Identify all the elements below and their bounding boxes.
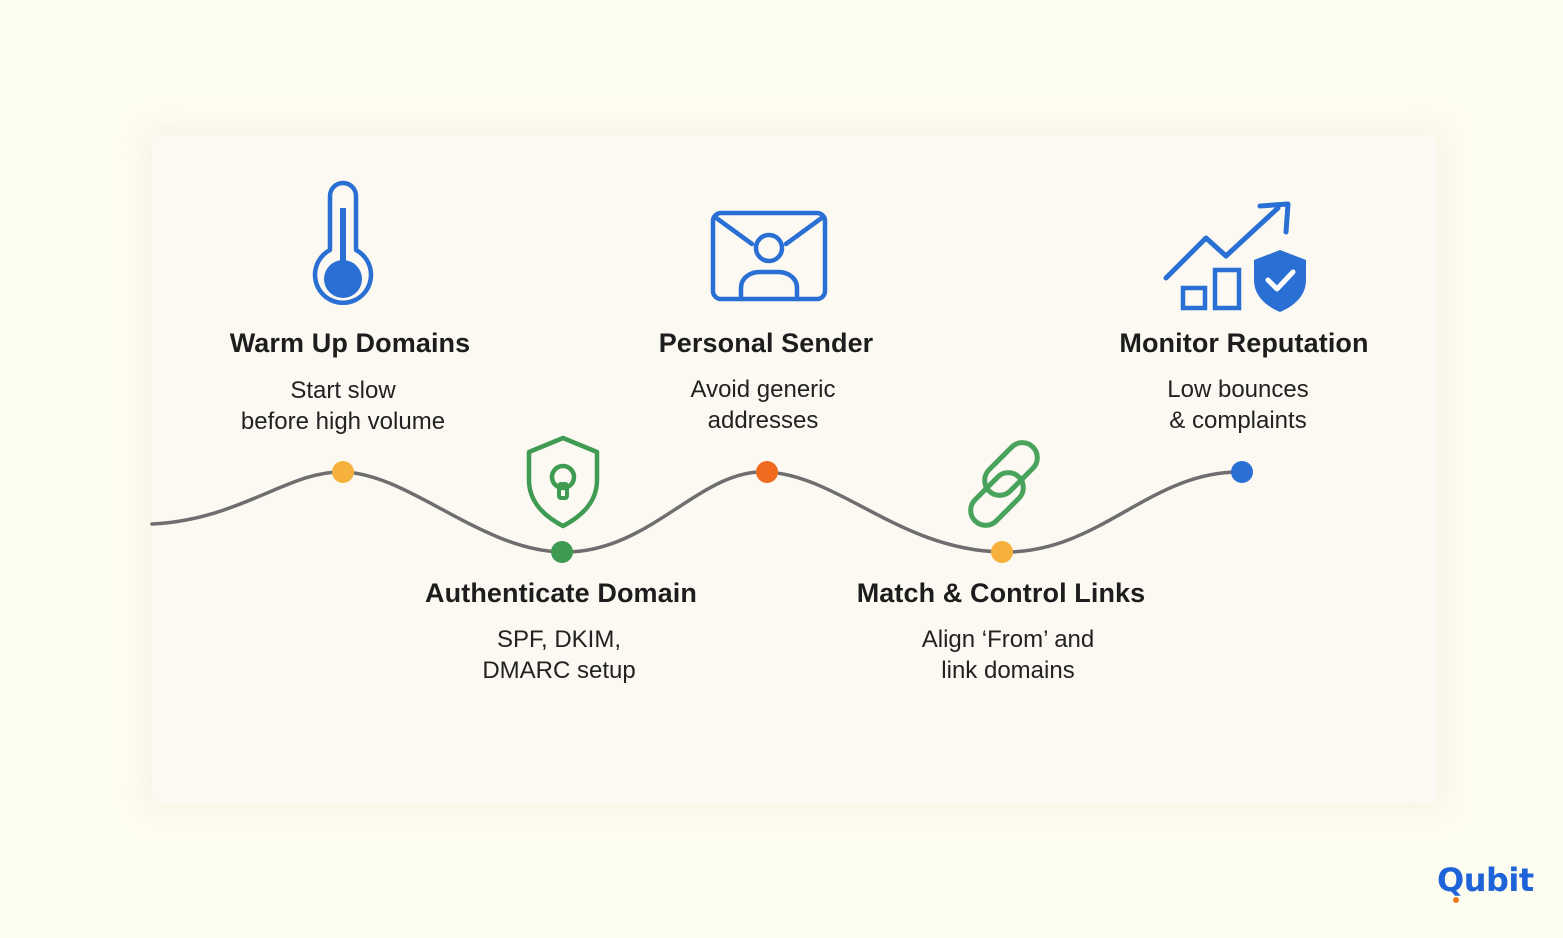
step-desc-line: before high volume	[240, 408, 446, 435]
shield-keyhole-icon	[526, 435, 600, 529]
chain-link-icon	[968, 440, 1040, 528]
brand-logo-dot	[1453, 897, 1459, 903]
step-title-warm-up: Warm Up Domains	[229, 328, 471, 358]
step-desc-monitor: Low bounces & complaints	[1058, 374, 1418, 436]
step-title-personal-sender: Personal Sender	[658, 328, 874, 358]
step-dot-authenticate	[551, 541, 573, 563]
step-desc-line: Align ‘From’ and	[921, 626, 1095, 653]
growth-chart-shield-icon	[1163, 201, 1306, 312]
step-desc-match-links: Align ‘From’ and link domains	[828, 624, 1188, 686]
step-desc-line: DMARC setup	[482, 657, 636, 684]
step-title-match-links: Match & Control Links	[856, 578, 1146, 608]
step-desc-line: Start slow	[290, 377, 396, 404]
step-desc-line: & complaints	[1169, 407, 1307, 434]
step-desc-authenticate: SPF, DKIM, DMARC setup	[379, 624, 739, 686]
step-desc-line: Low bounces	[1167, 376, 1309, 403]
step-dot-monitor	[1231, 461, 1253, 483]
step-title-authenticate: Authenticate Domain	[425, 578, 697, 608]
step-desc-line: Avoid generic	[690, 376, 836, 403]
step-dot-warm-up	[332, 461, 354, 483]
wave-path	[150, 470, 1244, 554]
step-desc-personal-sender: Avoid generic addresses	[583, 374, 943, 436]
brand-logo: Qubit	[1437, 861, 1534, 899]
step-desc-warm-up: Start slow before high volume	[163, 375, 523, 437]
step-dot-match-links	[991, 541, 1013, 563]
step-desc-line: addresses	[707, 407, 819, 434]
envelope-person-icon	[710, 210, 828, 302]
step-desc-line: SPF, DKIM,	[496, 626, 622, 653]
diagram-panel	[152, 135, 1437, 803]
step-dot-personal-sender	[756, 461, 778, 483]
step-desc-line: link domains	[941, 657, 1075, 684]
thermometer-icon	[312, 180, 374, 306]
step-title-monitor: Monitor Reputation	[1119, 328, 1369, 358]
